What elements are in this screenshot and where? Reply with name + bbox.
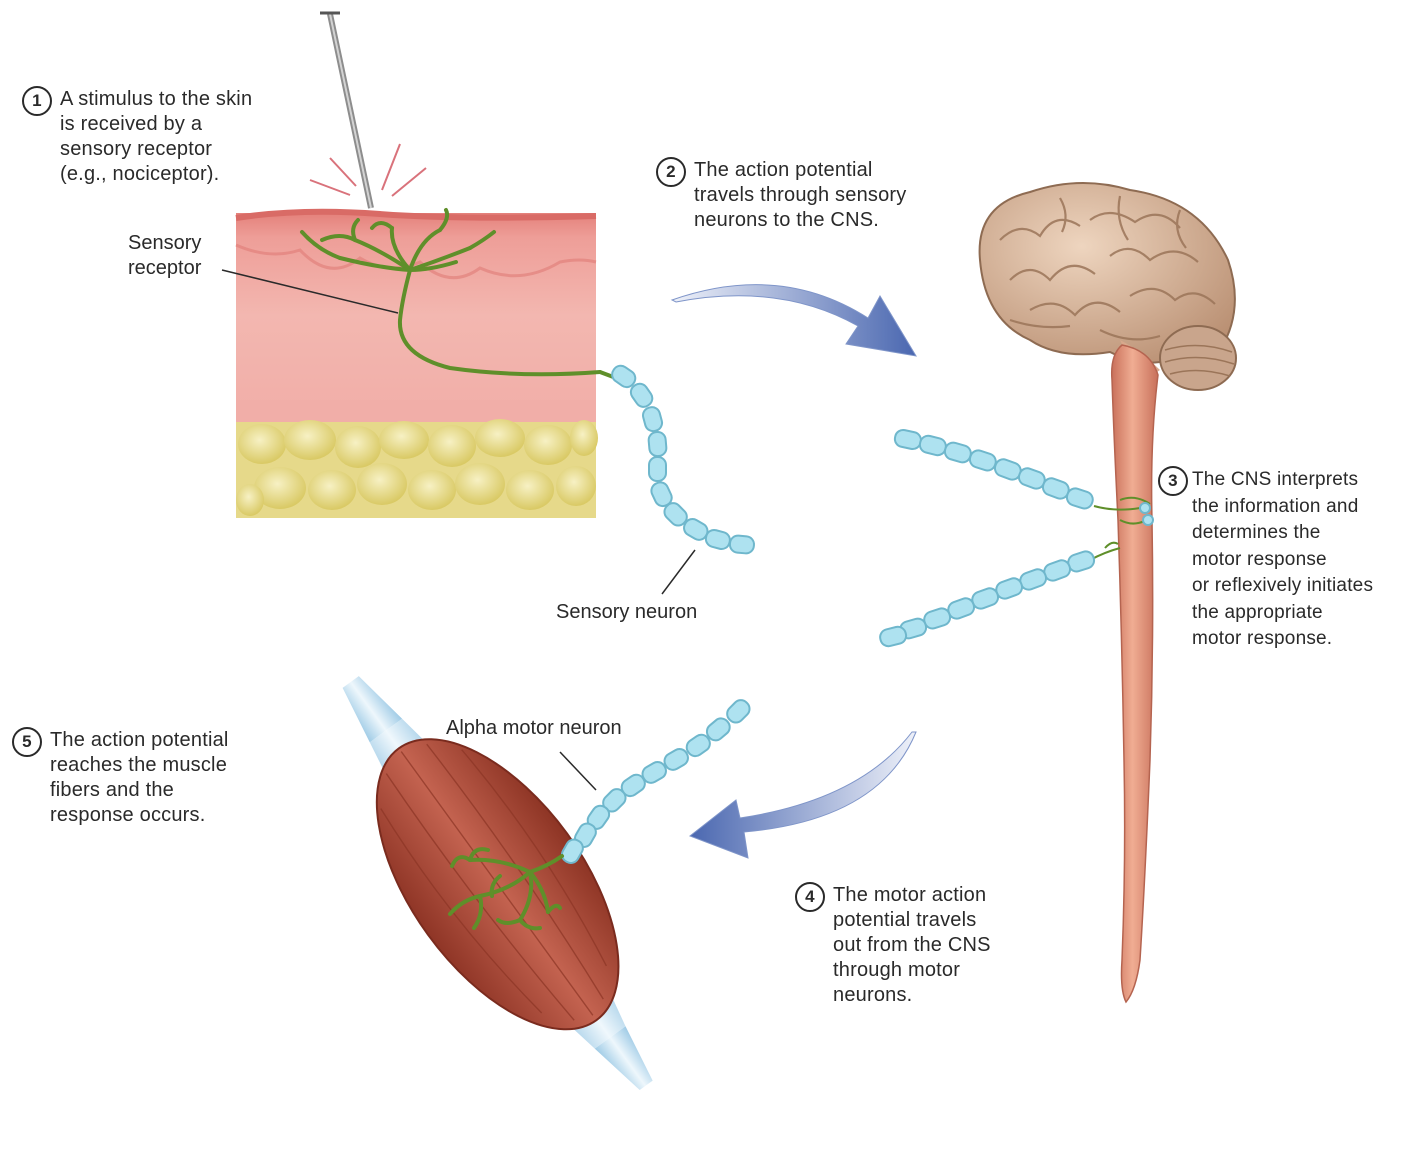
- needle-stimulus: [310, 13, 426, 208]
- label-text: Alpha motor neuron: [446, 717, 622, 739]
- arrow-to-cns: [672, 285, 916, 356]
- step-text-line: fibers and the: [50, 778, 229, 803]
- step-text-line: motor response: [1192, 547, 1373, 574]
- step-text-line: reaches the muscle: [50, 753, 229, 778]
- step-number: 2: [656, 157, 686, 187]
- step-text-line: potential travels: [833, 908, 991, 933]
- alpha-motor-neuron-leader: [560, 752, 596, 790]
- step-4: 4 The motor action potential travels out…: [833, 883, 991, 1008]
- step-text-line: neurons.: [833, 983, 991, 1008]
- step-text-line: neurons to the CNS.: [694, 208, 906, 233]
- step-text-line: The CNS interprets: [1192, 467, 1373, 494]
- step-number: 3: [1158, 466, 1188, 496]
- sensory-neuron-leader: [662, 550, 695, 594]
- brain: [980, 183, 1236, 390]
- step-text-line: the appropriate: [1192, 600, 1373, 627]
- step-text-line: through motor: [833, 958, 991, 983]
- label-sensory-receptor: Sensory receptor: [128, 231, 201, 281]
- step-text-line: determines the: [1192, 520, 1373, 547]
- label-line: Sensory: [128, 231, 201, 256]
- spinal-cord: [1112, 345, 1158, 1002]
- step-text-line: (e.g., nociceptor).: [60, 162, 252, 187]
- muscle: [281, 631, 714, 1137]
- arrow-to-muscle: [690, 732, 916, 858]
- step-text-line: is received by a: [60, 112, 252, 137]
- step-number: 1: [22, 86, 52, 116]
- step-text-line: The motor action: [833, 883, 991, 908]
- step-text-line: The action potential: [50, 728, 229, 753]
- step-text-line: The action potential: [694, 158, 906, 183]
- step-1: 1 A stimulus to the skin is received by …: [60, 87, 252, 187]
- step-text-line: response occurs.: [50, 803, 229, 828]
- label-line: receptor: [128, 256, 201, 281]
- label-alpha-motor-neuron: Alpha motor neuron: [446, 716, 622, 741]
- step-number: 4: [795, 882, 825, 912]
- step-3: 3 The CNS interprets the information and…: [1192, 467, 1373, 653]
- step-text-line: sensory receptor: [60, 137, 252, 162]
- step-number: 5: [12, 727, 42, 757]
- label-sensory-neuron: Sensory neuron: [556, 600, 697, 625]
- step-text-line: motor response.: [1192, 626, 1373, 653]
- label-text: Sensory neuron: [556, 601, 697, 623]
- step-text-line: or reflexively initiates: [1192, 573, 1373, 600]
- step-text-line: out from the CNS: [833, 933, 991, 958]
- sensory-neuron: [600, 363, 755, 554]
- step-2: 2 The action potential travels through s…: [694, 158, 906, 233]
- step-text-line: the information and: [1192, 494, 1373, 521]
- motor-neuron-from-cord: [878, 543, 1120, 648]
- step-text-line: A stimulus to the skin: [60, 87, 252, 112]
- step-5: 5 The action potential reaches the muscl…: [50, 728, 229, 828]
- step-text-line: travels through sensory: [694, 183, 906, 208]
